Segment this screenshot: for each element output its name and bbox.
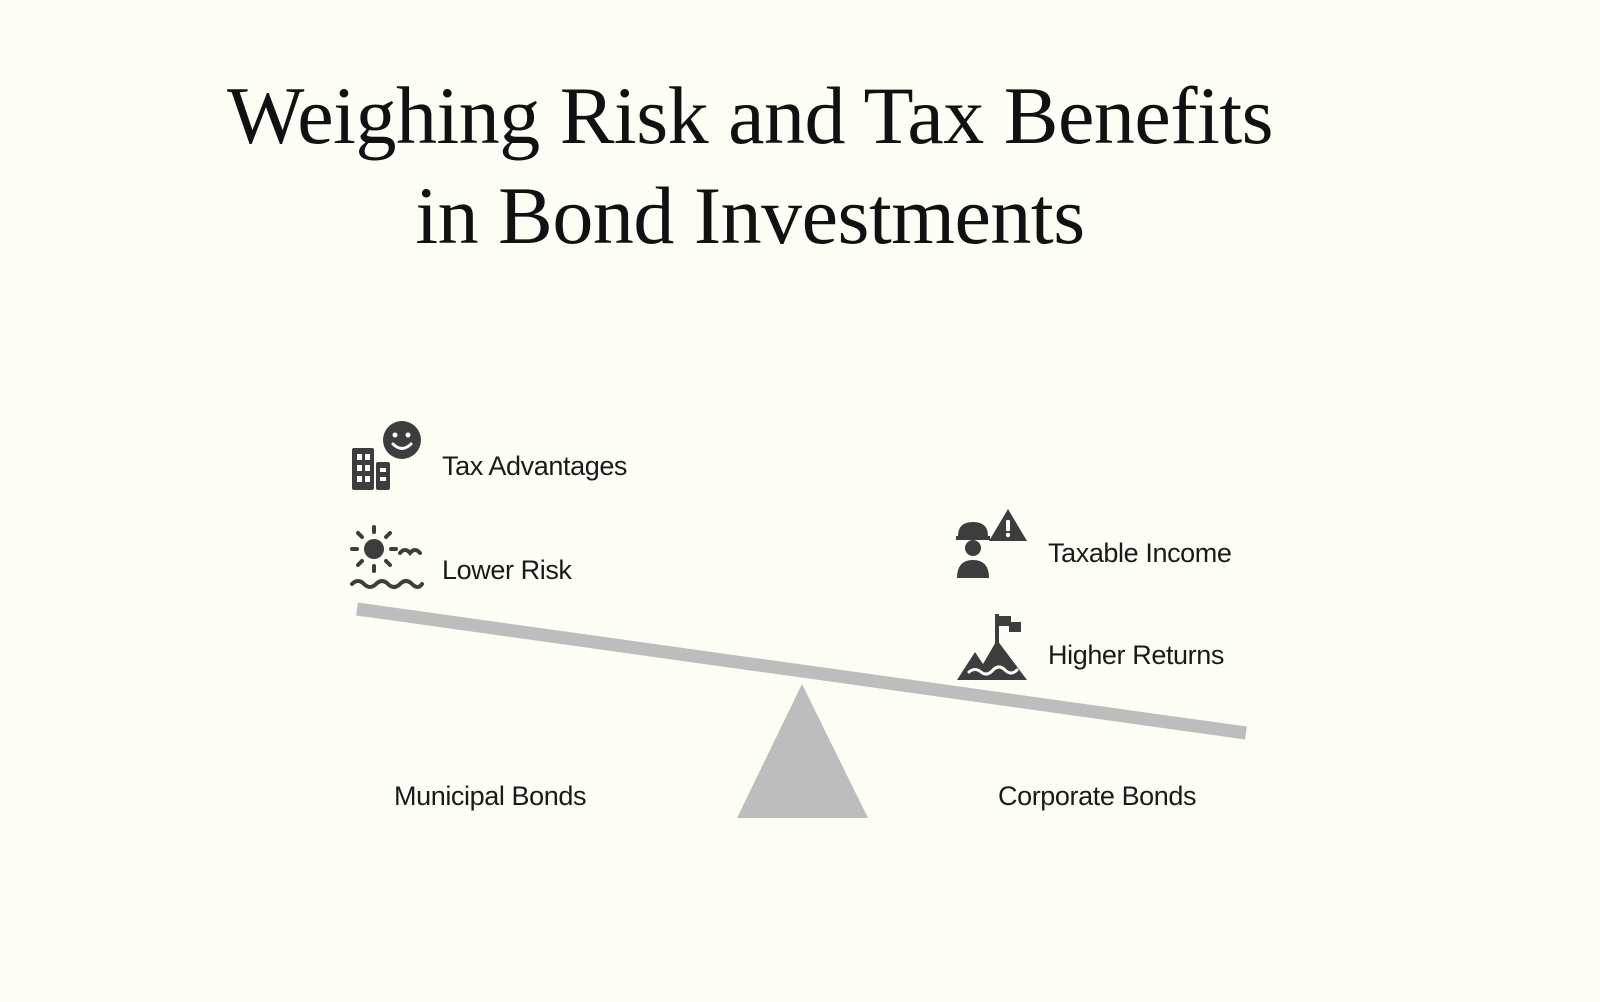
title-line-2: in Bond Investments bbox=[415, 170, 1085, 261]
worker-warning-icon bbox=[956, 509, 1027, 578]
page-title: Weighing Risk and Tax Benefits in Bond I… bbox=[0, 66, 1500, 266]
lower-risk-label: Lower Risk bbox=[442, 555, 572, 585]
building-smiley-icon bbox=[352, 421, 421, 490]
scale-beam bbox=[356, 602, 1247, 740]
scale-fulcrum bbox=[737, 684, 868, 818]
municipal-bonds-label: Municipal Bonds bbox=[394, 781, 587, 811]
taxable-income-label: Taxable Income bbox=[1048, 538, 1232, 568]
title-line-1: Weighing Risk and Tax Benefits bbox=[226, 70, 1274, 161]
mountain-flag-icon bbox=[957, 614, 1027, 680]
higher-returns-label: Higher Returns bbox=[1048, 640, 1224, 670]
corporate-bonds-label: Corporate Bonds bbox=[998, 781, 1197, 811]
tax-advantages-label: Tax Advantages bbox=[442, 451, 628, 481]
calm-sun-waves-icon bbox=[350, 525, 424, 589]
